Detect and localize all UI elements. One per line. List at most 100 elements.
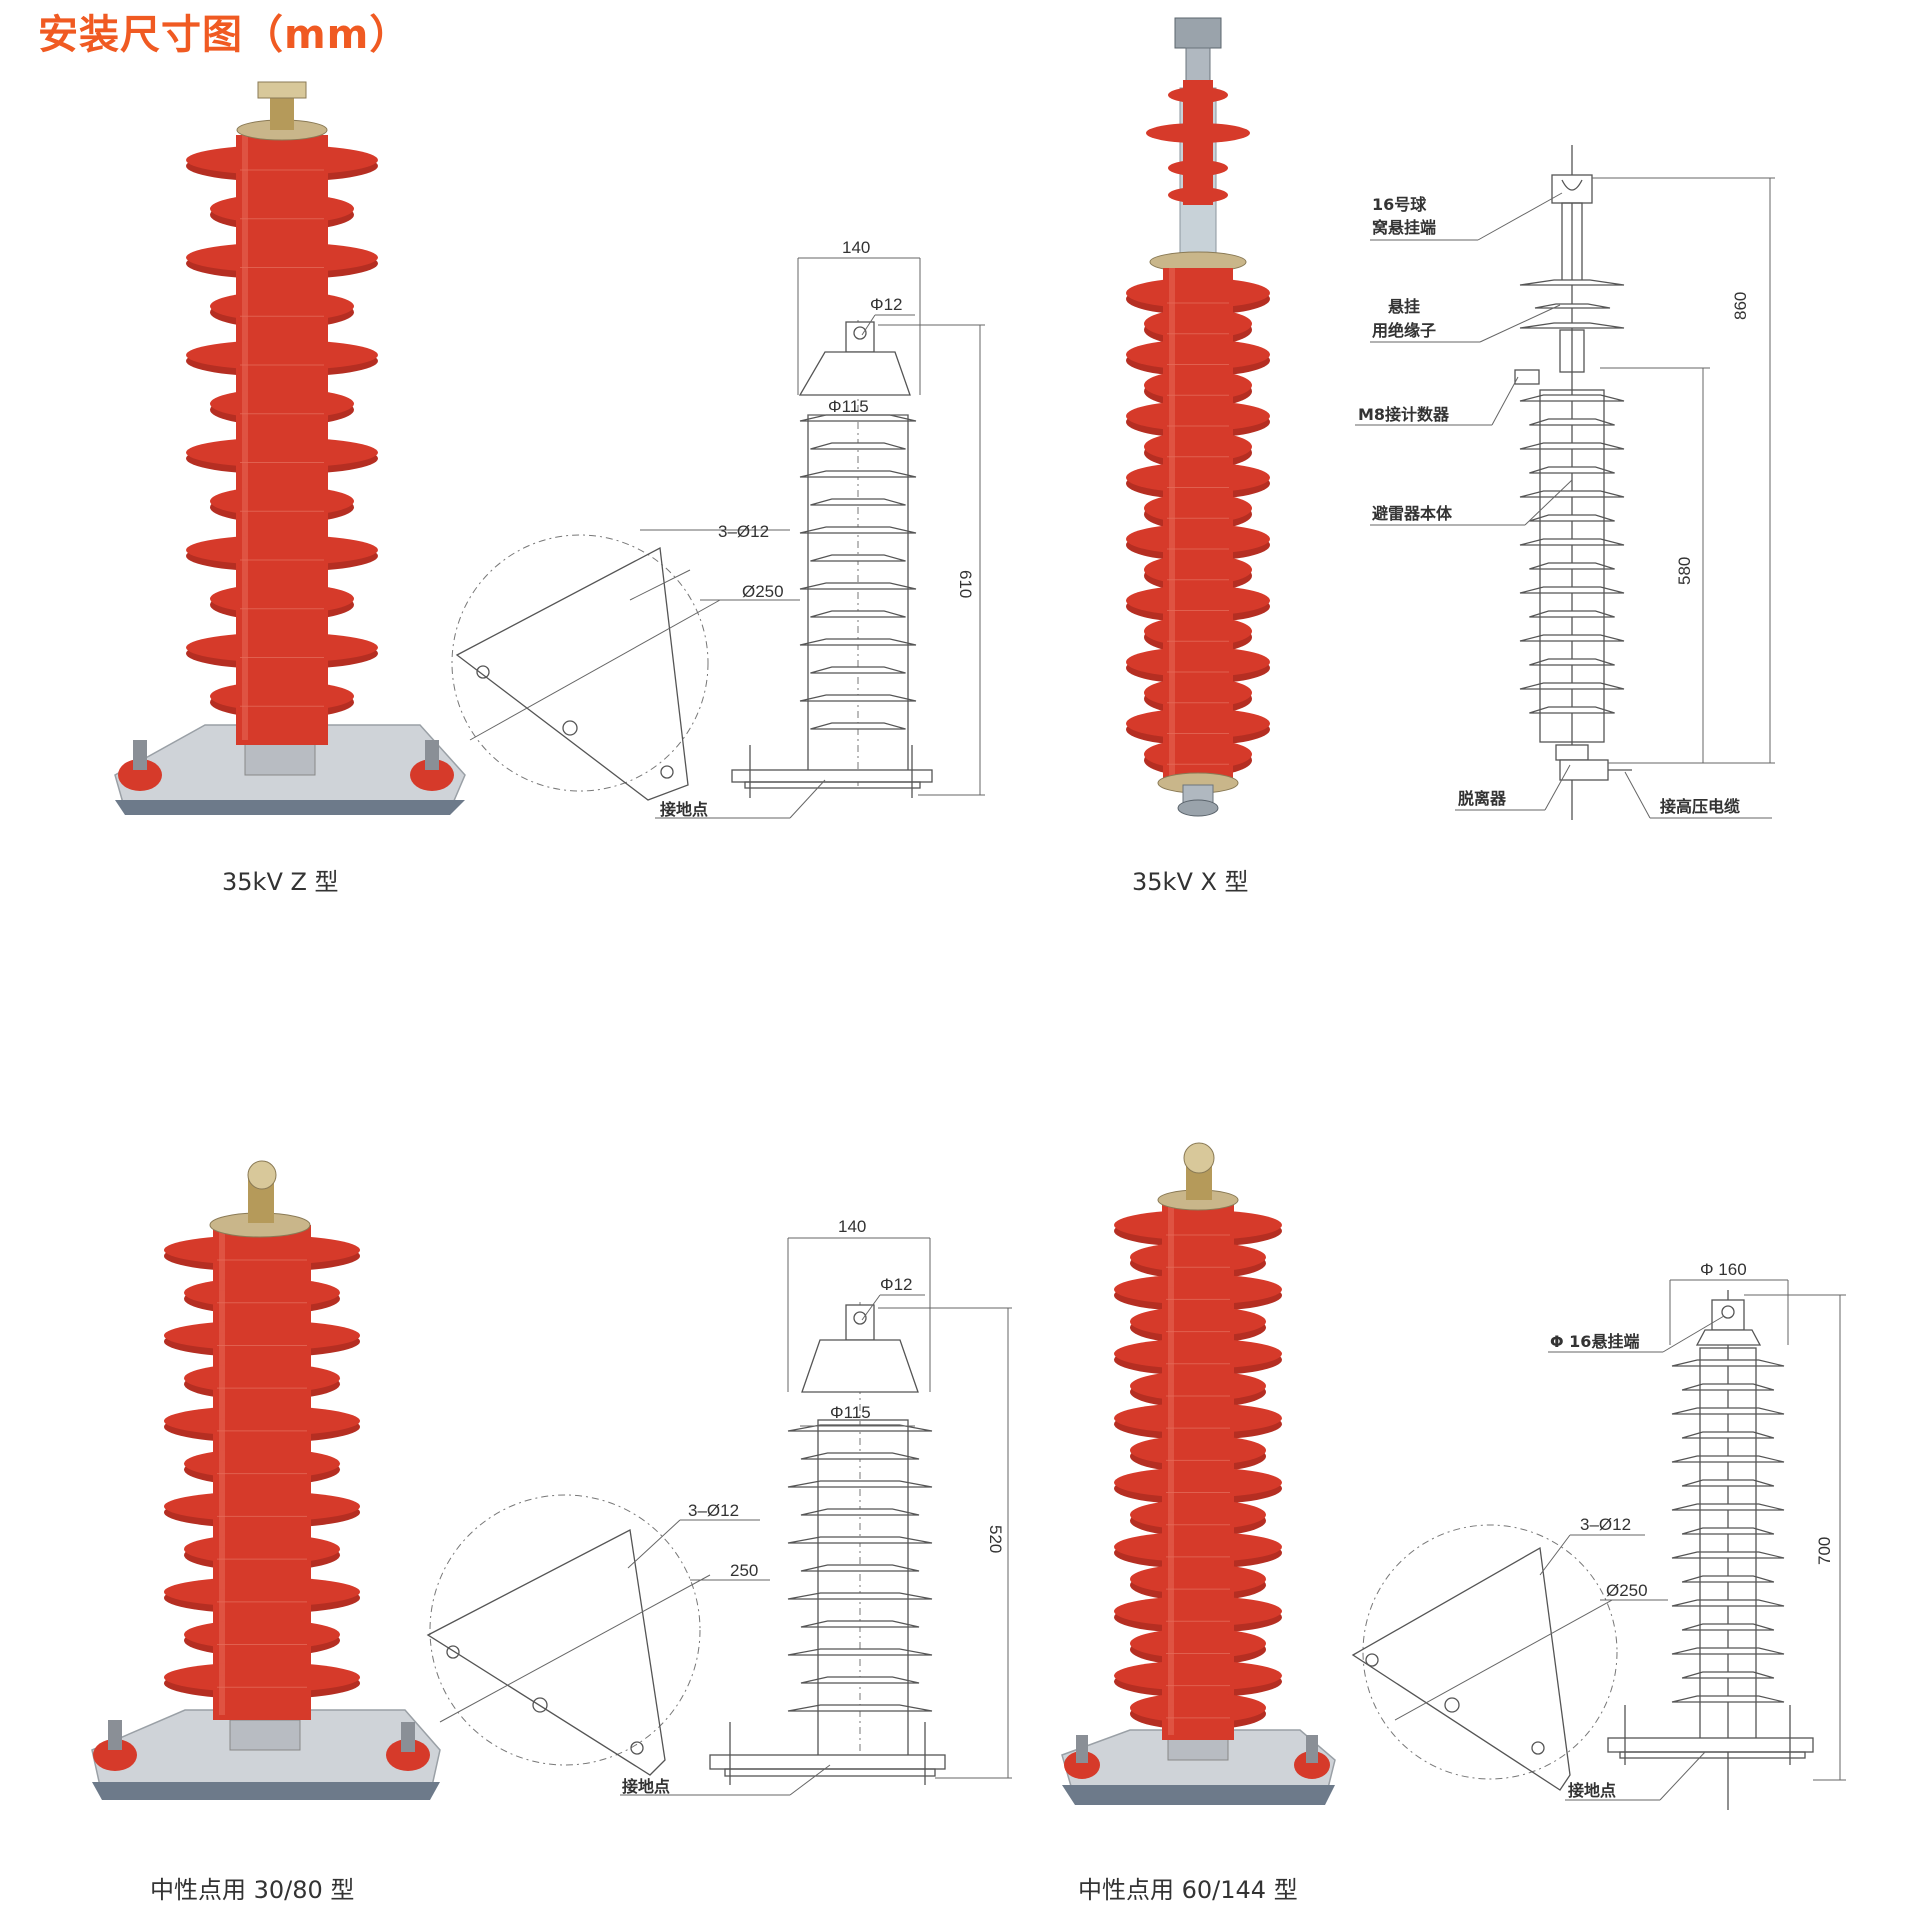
x35-body-height-label: 580	[1675, 557, 1694, 585]
n60144-hanging-label: Φ 16悬挂端	[1550, 1332, 1639, 1351]
x35-sheds	[1126, 268, 1270, 785]
n3080-base-circle-label: 250	[730, 1561, 758, 1580]
n60144-elevation-sheds	[1671, 1359, 1785, 1703]
n3080-width-top-label: 140	[838, 1217, 866, 1236]
elevation-shed	[799, 638, 917, 646]
elevation-shed	[799, 470, 917, 478]
elevation-shed	[1681, 1527, 1775, 1535]
n60144-arrester-photo	[1061, 1142, 1336, 1805]
x35-ball-eye-label-2: 窝悬挂端	[1372, 218, 1436, 237]
elevation-shed	[1519, 538, 1625, 546]
elevation-shed	[1681, 1431, 1775, 1439]
n60144-ground-label: 接地点	[1568, 1781, 1616, 1800]
elevation-shed	[1529, 706, 1615, 714]
elevation-shed	[1671, 1551, 1785, 1559]
elevation-shed	[800, 1452, 920, 1460]
elevation-shed	[1681, 1623, 1775, 1631]
elevation-shed	[787, 1592, 933, 1600]
x35-elevation-drawing: 860 580 16号球 窝悬挂端 悬挂 用绝缘子 M8接计数器 避雷器本体 脱…	[1355, 145, 1775, 820]
elevation-shed	[810, 610, 906, 618]
x35-body-label: 避雷器本体	[1372, 504, 1453, 523]
body-segment	[236, 694, 328, 745]
n3080-elevation-sheds	[787, 1424, 933, 1712]
elevation-shed	[799, 694, 917, 702]
n3080-hole-top-label: Φ12	[880, 1275, 912, 1294]
z35-base-feet	[118, 740, 454, 791]
elevation-shed	[1519, 586, 1625, 594]
z35-sheds	[186, 135, 378, 745]
elevation-shed	[810, 666, 906, 674]
elevation-shed	[1671, 1455, 1785, 1463]
z35-base-holes-label: 3–Ø12	[718, 522, 769, 541]
body-highlight	[242, 135, 248, 740]
z35-width-top-label: 140	[842, 238, 870, 257]
body-highlight	[1169, 268, 1175, 780]
n3080-height-label: 520	[986, 1525, 1005, 1553]
elevation-shed	[1681, 1479, 1775, 1487]
elevation-shed	[1681, 1575, 1775, 1583]
x35-total-height-label: 860	[1731, 292, 1750, 320]
z35-elevation-drawing: 140 Φ12 Φ115 610 接地点	[655, 238, 985, 819]
elevation-shed	[1519, 490, 1625, 498]
elevation-shed	[787, 1648, 933, 1656]
n3080-base-holes-label: 3–Ø12	[688, 1501, 739, 1520]
n60144-base-plan-drawing: 3–Ø12 Ø250	[1351, 1515, 1668, 1791]
elevation-shed	[800, 1676, 920, 1684]
body-segment	[213, 1675, 311, 1720]
elevation-shed	[1529, 514, 1615, 522]
elevation-shed	[1519, 442, 1625, 450]
n3080-arrester-photo	[91, 1160, 441, 1800]
elevation-shed	[1529, 610, 1615, 618]
body-highlight	[1168, 1200, 1174, 1735]
elevation-shed	[1529, 466, 1615, 474]
elevation-shed	[787, 1704, 933, 1712]
elevation-shed	[1671, 1695, 1785, 1703]
n3080-base-feet	[93, 1720, 430, 1771]
z35-elevation-sheds	[799, 414, 917, 730]
elevation-shed	[800, 1508, 920, 1516]
z35-base-plan-drawing: 3–Ø12 Ø250	[451, 522, 800, 801]
x35-insulator-label-2: 用绝缘子	[1372, 321, 1436, 340]
elevation-shed	[1529, 658, 1615, 666]
n60144-height-label: 700	[1815, 1537, 1834, 1565]
n60144-base-holes-label: 3–Ø12	[1580, 1515, 1631, 1534]
caption-n3080: 中性点用 30/80 型	[150, 1876, 355, 1904]
x35-counter-label: M8接计数器	[1358, 405, 1450, 424]
elevation-shed	[1681, 1671, 1775, 1679]
page-title: 安装尺寸图（mm）	[38, 12, 411, 58]
x35-arrester-photo	[1126, 17, 1270, 817]
caption-n60144: 中性点用 60/144 型	[1078, 1876, 1298, 1904]
z35-arrester-photo	[114, 81, 466, 815]
elevation-shed	[810, 554, 906, 562]
z35-base-circle-label: Ø250	[742, 582, 784, 601]
z35-height-label: 610	[956, 570, 975, 598]
n60144-elevation-drawing: Φ 160 Φ 16悬挂端 700 接地点	[1548, 1260, 1846, 1810]
elevation-shed	[787, 1480, 933, 1488]
x35-ball-eye-label-1: 16号球	[1372, 195, 1427, 214]
x35-hv-cable-label: 接高压电缆	[1660, 797, 1740, 816]
elevation-shed	[1671, 1599, 1785, 1607]
elevation-shed	[810, 722, 906, 730]
caption-z35: 35kV Z 型	[222, 868, 339, 896]
n60144-sheds	[1114, 1200, 1282, 1740]
x35-disconnector-label: 脱离器	[1458, 789, 1507, 808]
z35-ground-label: 接地点	[660, 800, 708, 819]
elevation-shed	[1681, 1383, 1775, 1391]
n3080-base-plan-drawing: 3–Ø12 250	[426, 1494, 770, 1776]
caption-x35: 35kV X 型	[1132, 868, 1249, 896]
elevation-shed	[1519, 682, 1625, 690]
elevation-shed	[799, 526, 917, 534]
n3080-sheds	[164, 1225, 360, 1720]
body-highlight	[219, 1225, 225, 1715]
elevation-shed	[1519, 634, 1625, 642]
n3080-body-dia-label: Φ115	[830, 1403, 871, 1422]
x35-insulator-label-1: 悬挂	[1387, 297, 1420, 316]
elevation-shed	[1519, 394, 1625, 402]
elevation-shed	[1529, 562, 1615, 570]
elevation-shed	[1671, 1503, 1785, 1511]
z35-hole-top-label: Φ12	[870, 295, 902, 314]
n3080-ground-label: 接地点	[622, 1777, 670, 1796]
n60144-base-circle-label: Ø250	[1606, 1581, 1648, 1600]
